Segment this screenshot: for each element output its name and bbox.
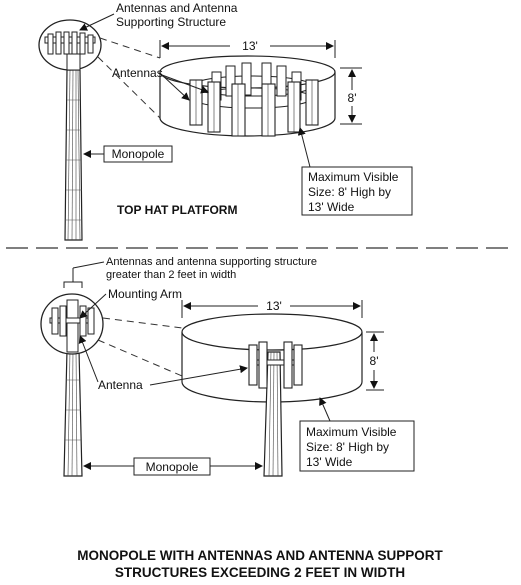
- top-hat-section: 13' 8' Antennas and Antenna Supporting S…: [38, 1, 413, 241]
- bottom-height-dimension: 8': [366, 331, 384, 391]
- bottom-section: 13' 8' Antennas and antenna supporting s…: [40, 256, 415, 477]
- bottom-width-label: 13': [266, 299, 282, 313]
- top-width-label: 13': [242, 39, 258, 53]
- top-support-label-line1: Antennas and Antenna: [116, 1, 238, 15]
- bottom-mounting-arm-label: Mounting Arm: [108, 287, 182, 301]
- top-projection-lines: [97, 37, 161, 119]
- bottom-max-visible-line1: Maximum Visible: [306, 425, 397, 439]
- bottom-monopole-label: Monopole: [146, 460, 199, 474]
- top-height-label: 8': [348, 91, 357, 105]
- bottom-max-visible-line2: Size: 8' High by: [306, 440, 389, 454]
- bottom-antenna-label: Antenna: [98, 378, 143, 392]
- top-antennas-label: Antennas: [112, 66, 163, 80]
- bottom-max-visible-line3: 13' Wide: [306, 455, 353, 469]
- bottom-cylinder: [181, 313, 363, 477]
- bottom-support-label-line2: greater than 2 feet in width: [106, 269, 236, 281]
- top-max-visible-line1: Maximum Visible: [308, 170, 399, 184]
- top-monopole-callout: Monopole: [83, 145, 173, 163]
- bottom-inset-ellipse: [40, 293, 104, 355]
- top-hat-platform-cylinder: [159, 55, 336, 137]
- top-hat-title: TOP HAT PLATFORM: [117, 203, 237, 217]
- top-height-dimension: 8': [340, 67, 362, 125]
- top-inset-ellipse: [38, 19, 102, 71]
- top-max-visible-box: Maximum Visible Size: 8' High by 13' Wid…: [297, 127, 413, 216]
- top-width-dimension: 13': [159, 39, 336, 58]
- top-max-visible-line2: Size: 8' High by: [308, 185, 391, 199]
- bottom-width-dimension: 13': [181, 299, 363, 318]
- bottom-projection-lines: [97, 317, 183, 377]
- bottom-monopole-callout: Monopole: [83, 457, 263, 476]
- caption-line1: MONOPOLE WITH ANTENNAS AND ANTENNA SUPPO…: [77, 548, 443, 563]
- top-support-label-line2: Supporting Structure: [116, 15, 226, 29]
- bottom-support-label-line1: Antennas and antenna supporting structur…: [106, 256, 317, 268]
- top-monopole-label: Monopole: [112, 147, 165, 161]
- caption-line2: STRUCTURES EXCEEDING 2 FEET IN WIDTH: [115, 565, 405, 580]
- bottom-monopole-pole: [63, 349, 83, 477]
- bottom-max-visible-box: Maximum Visible Size: 8' High by 13' Wid…: [299, 397, 415, 472]
- top-max-visible-line3: 13' Wide: [308, 200, 355, 214]
- top-monopole-pole: [64, 69, 83, 241]
- bottom-height-label: 8': [370, 354, 379, 368]
